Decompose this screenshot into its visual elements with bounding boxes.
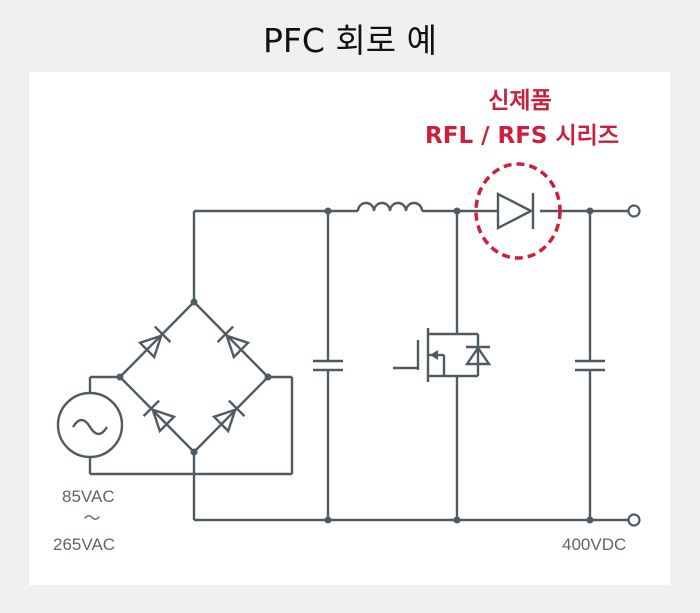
output-terminal-negative [627, 513, 641, 527]
input-voltage-max: 265VAC [53, 535, 115, 554]
output-voltage: 400VDC [562, 535, 626, 554]
mosfet-switch [393, 207, 492, 524]
sine-wave-icon [71, 418, 109, 436]
input-capacitor [313, 207, 343, 524]
input-voltage-min: 85VAC [62, 487, 115, 506]
output-terminal-positive [627, 204, 641, 218]
input-voltage-tilde: ～ [84, 509, 101, 528]
ac-source [56, 375, 294, 476]
bridge-node-top [190, 298, 198, 306]
body-diode [464, 345, 492, 366]
bridge-node-bottom [190, 448, 198, 456]
boost-diode [496, 192, 535, 230]
highlight-ring [474, 162, 562, 260]
page-title: PFC 회로 예 [263, 21, 437, 60]
diagram-panel [29, 72, 670, 585]
bridge-diode-bottom-left [142, 399, 177, 434]
bridge-diode-bottom-right [211, 399, 246, 434]
bridge-rectifier [116, 298, 272, 456]
bottom-rail [192, 452, 628, 522]
highlight-line2: RFL / RFS 시리즈 [425, 123, 619, 149]
output-capacitor [575, 207, 605, 524]
top-rail [192, 209, 628, 302]
bridge-diode-top-right [216, 325, 251, 360]
highlight-line1: 신제품 [488, 88, 551, 114]
inductor [356, 201, 424, 212]
bridge-diode-top-left [137, 325, 172, 360]
